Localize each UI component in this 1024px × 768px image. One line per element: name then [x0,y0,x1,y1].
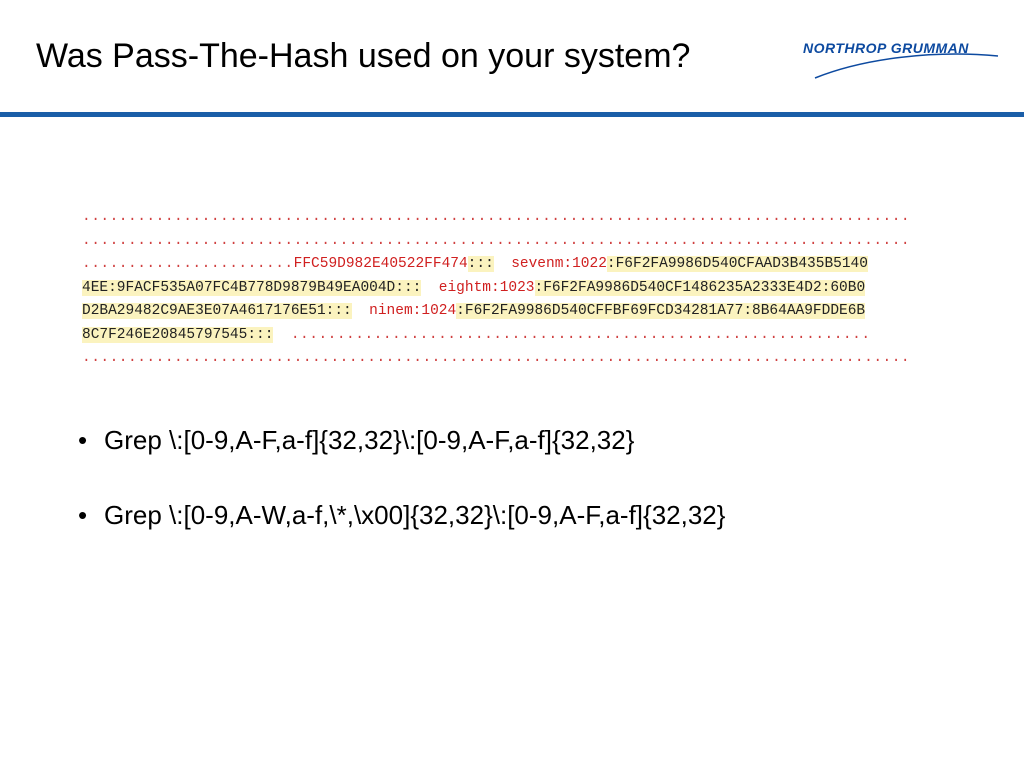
bullet-text: Grep \:[0-9,A-W,a-f,\*,\x00]{32,32}\:[0-… [104,500,726,530]
hash-filler: ........................................… [290,326,871,343]
hash-separator: ::: [395,279,422,296]
hash-filler-line: ........................................… [82,209,911,225]
hash-line-ninem: D2BA29482C9AE3E07A4617176E51::: ninem:10… [82,300,968,324]
hash-value: 4EE:9FACF535A07FC4B778D9879B49EA004D [82,279,396,296]
title-divider [0,112,1024,117]
bullet-item: • Grep \:[0-9,A-W,a-f,\*,\x00]{32,32}\:[0… [74,495,725,535]
hash-line-tail: 8C7F246E20845797545::: .................… [82,324,968,348]
hash-user-id: eightm:1023 [438,279,535,296]
hash-filler-line: ........................................… [82,350,911,366]
logo-swoosh-icon [814,53,999,79]
hash-filler-line: ........................................… [82,232,911,249]
hash-user-id: ninem:1024 [369,303,457,319]
hash-filler: ....................... [82,256,294,272]
slide-title: Was Pass-The-Hash used on your system? [36,37,691,75]
logo-text: NORTHROP GRUMMAN [803,40,969,56]
hash-user-id: sevenm:1022 [511,256,607,272]
bullet-marker: • [78,425,88,455]
hash-value: :F6F2FA9986D540CF1486235A2333E4D2:60B0 [534,279,866,296]
hash-separator: ::: [247,326,274,343]
hash-value: :F6F2FA9986D540CFFBF69FCD34281A77:8B64AA… [456,303,866,319]
bullet-item: • Grep \:[0-9,A-F,a-f]{32,32}\:[0-9,A-F,a… [74,420,725,460]
hash-separator: ::: [467,256,494,272]
hash-value: 8C7F246E20845797545 [82,326,248,343]
hash-separator: ::: [325,303,352,319]
bullet-list: • Grep \:[0-9,A-F,a-f]{32,32}\:[0-9,A-F,a… [74,420,725,570]
bullet-text: Grep \:[0-9,A-F,a-f]{32,32}\:[0-9,A-F,a-… [104,425,635,455]
hash-value: :F6F2FA9986D540CFAAD3B435B5140 [606,256,868,272]
hash-value: FFC59D982E40522FF474 [293,256,468,272]
hash-value: D2BA29482C9AE3E07A4617176E51 [82,303,326,319]
bullet-marker: • [78,500,88,530]
northrop-grumman-logo: NORTHROP GRUMMAN [795,36,1000,82]
hash-dump-panel: ........................................… [82,206,968,371]
hash-line-sevenm: .......................FFC59D982E40522FF… [82,253,968,277]
hash-line-eightm: 4EE:9FACF535A07FC4B778D9879B49EA004D::: … [82,277,968,301]
